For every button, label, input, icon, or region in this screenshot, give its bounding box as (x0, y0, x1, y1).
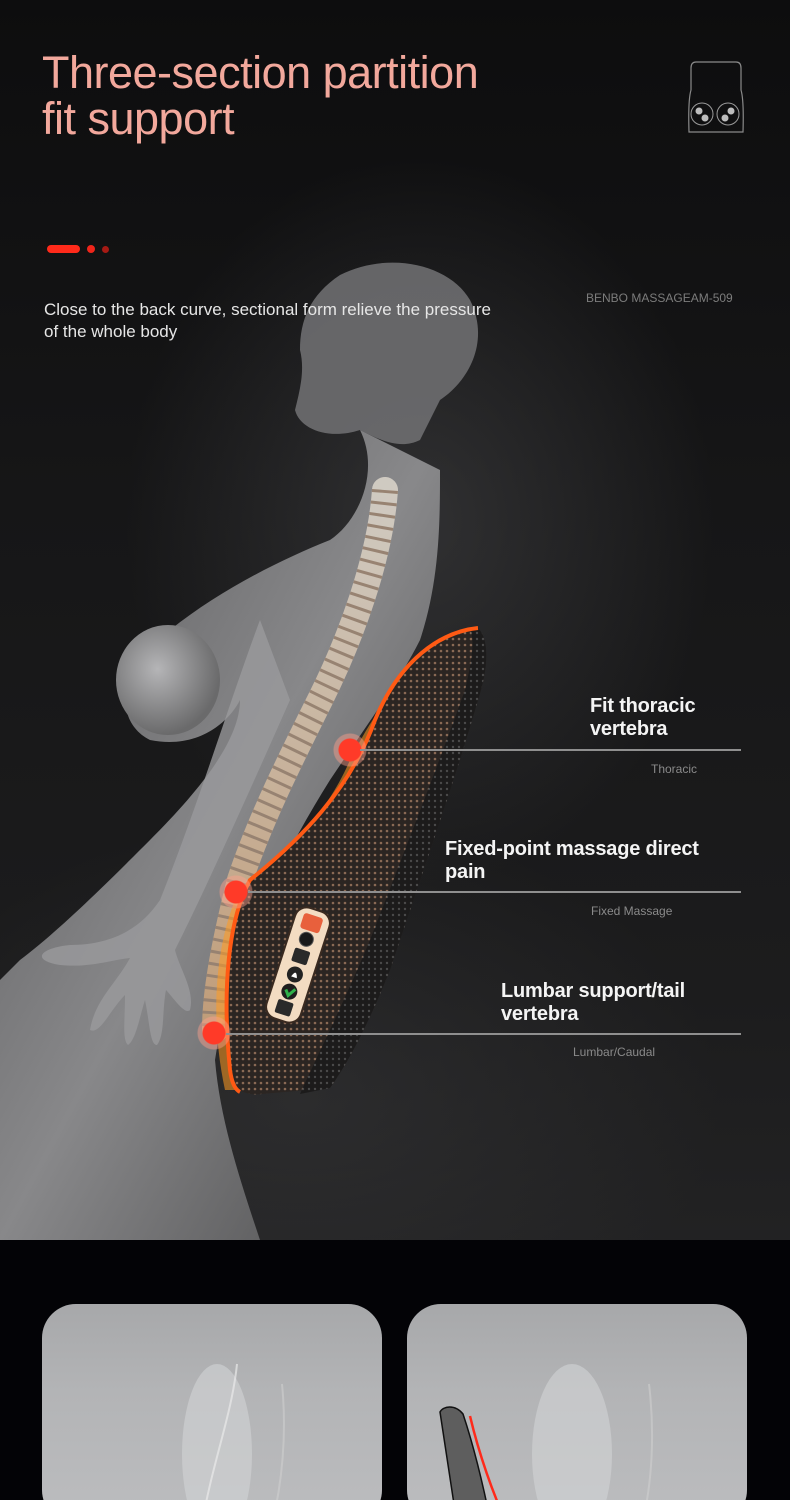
control-panel (265, 906, 331, 1024)
fixed-massage-callout-title: Fixed-point massage direct pain (445, 838, 699, 883)
subtitle: Close to the back curve, sectional form … (44, 300, 491, 341)
brand-model: BENBO MASSAGEAM-509 (586, 291, 733, 305)
thoracic-callout-title: Fit thoracic vertebra (590, 695, 696, 740)
massager-illustration (0, 262, 487, 1240)
comparison-card-without-support (42, 1304, 382, 1500)
fixed-massage-marker (219, 875, 253, 909)
lumbar-marker (197, 1016, 231, 1050)
figure-silhouette (182, 1363, 285, 1500)
fixed-massage-leader-line (248, 891, 741, 893)
lumbar-leader-line (226, 1033, 741, 1035)
slide-indicator (47, 244, 109, 254)
indicator-dot (102, 245, 109, 253)
thoracic-leader-line (360, 749, 741, 751)
massager-top-view-icon (688, 61, 744, 133)
figure-with-cushion (439, 1364, 654, 1500)
indicator-active (47, 245, 80, 253)
lumbar-callout-title: Lumbar support/tail vertebra (501, 980, 685, 1025)
page-title: Three-section partition fit support (42, 47, 479, 144)
indicator-dot (87, 245, 95, 253)
lumbar-label: Lumbar/Caudal (573, 1045, 656, 1059)
hero-section: Three-section partition fit support Clos… (0, 0, 790, 1240)
thoracic-label: Thoracic (651, 762, 698, 776)
fixed-massage-label: Fixed Massage (591, 904, 673, 918)
comparison-card-with-support (407, 1304, 747, 1500)
